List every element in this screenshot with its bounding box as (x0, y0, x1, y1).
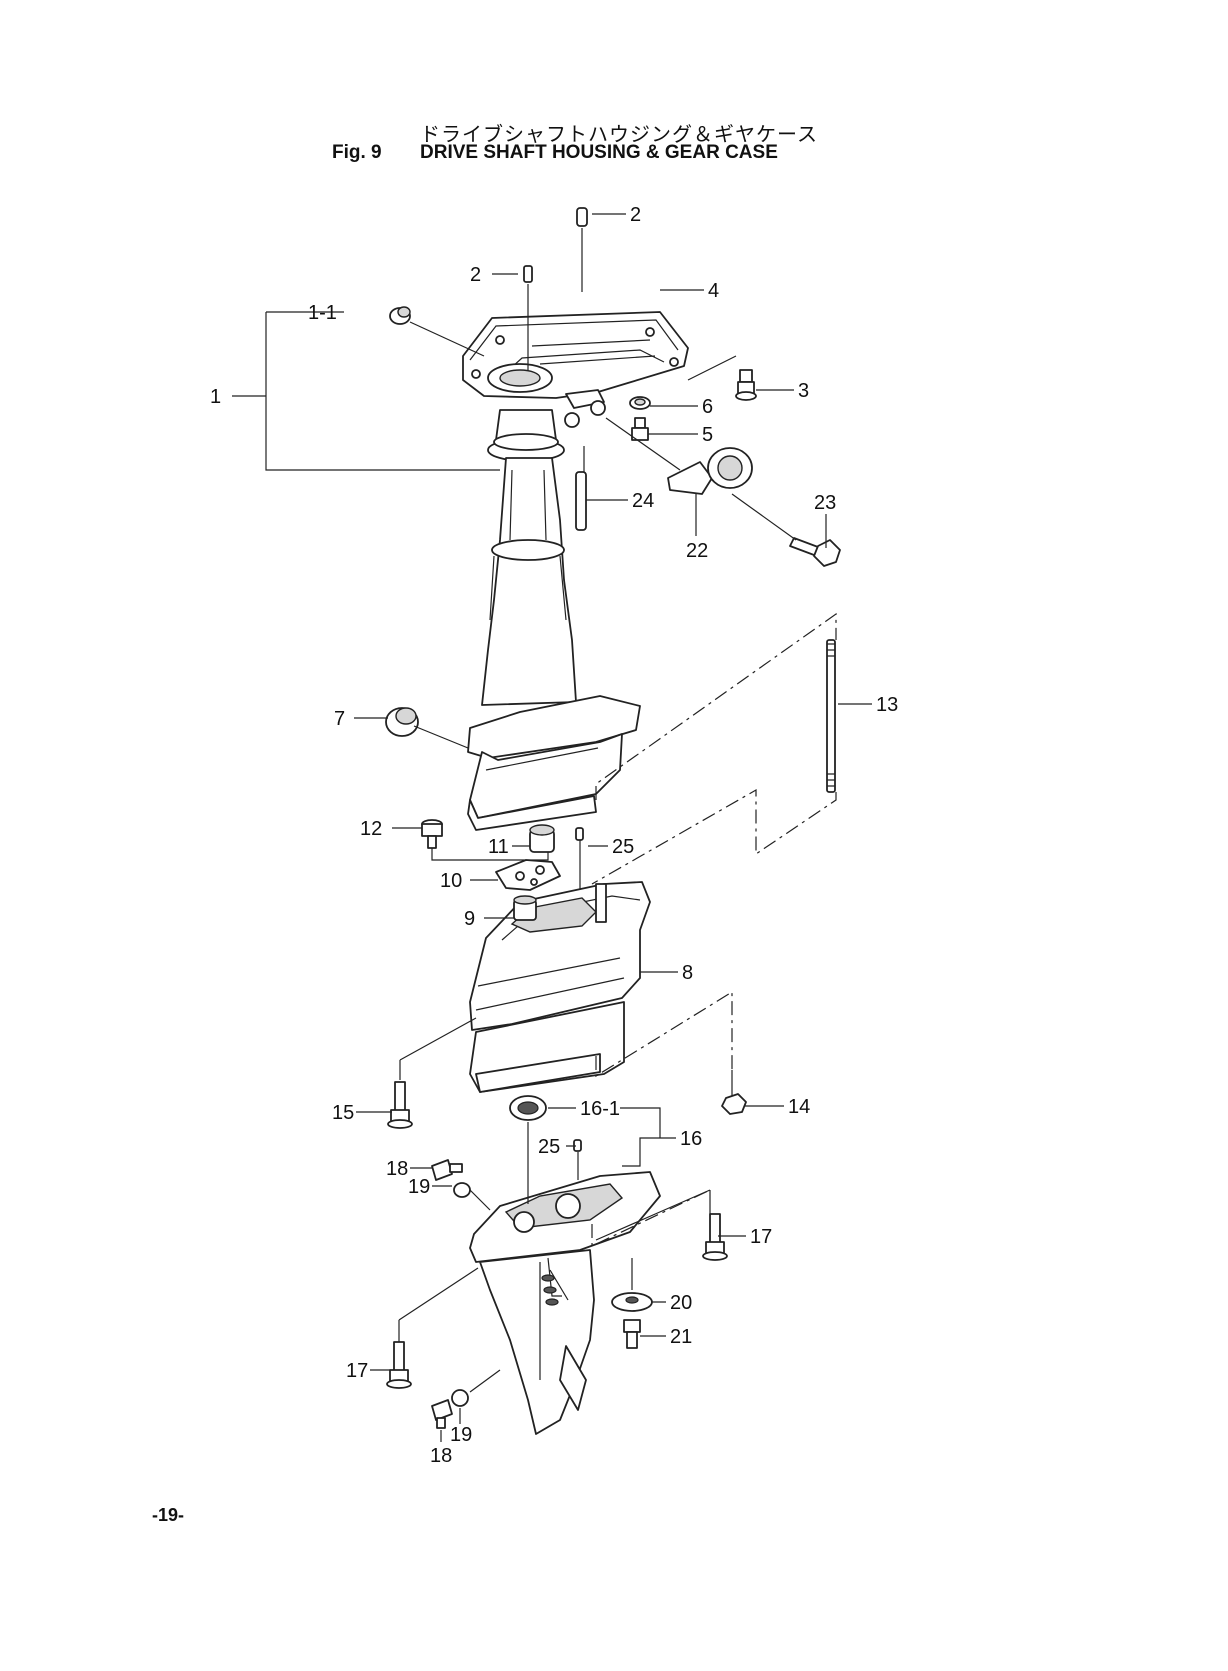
part-5-screw (631, 417, 649, 441)
part-17-bolt-left (386, 1341, 412, 1389)
extension-case (469, 881, 651, 1093)
leader-lines (232, 213, 872, 1442)
callout-16-1: 16-1 (580, 1098, 620, 1120)
figure-number: Fig. 9 (332, 142, 382, 163)
callout-2-upper: 2 (470, 264, 481, 286)
part-24-pin (575, 471, 587, 531)
callout-18-lower: 18 (430, 1445, 452, 1467)
part-2-dowel-upper (523, 265, 533, 283)
callout-18-upper: 18 (386, 1158, 408, 1180)
page-number: -19- (152, 1505, 185, 1525)
part-7-grommet (385, 707, 419, 737)
callout-21: 21 (670, 1326, 692, 1348)
part-2-dowel-top (576, 207, 588, 227)
callout-10: 10 (440, 870, 462, 892)
callout-16: 16 (680, 1128, 702, 1150)
lower-gear-case (469, 1171, 661, 1435)
callout-9: 9 (464, 908, 475, 930)
part-20-washer (611, 1292, 653, 1312)
callout-25-lower: 25 (538, 1136, 560, 1158)
part-23-bolt (789, 537, 841, 567)
callout-17-right: 17 (750, 1226, 772, 1248)
part-3-bolt (735, 369, 757, 401)
callout-4: 4 (708, 280, 719, 302)
part-19-gasket-lower (451, 1389, 469, 1407)
figure-title-japanese: ドライブシャフトハウジング＆ギヤケース (420, 122, 818, 146)
callout-1: 1 (210, 386, 221, 408)
callout-7: 7 (334, 708, 345, 730)
part-16-1-oil-seal (509, 1095, 547, 1121)
callout-3: 3 (798, 380, 809, 402)
part-9-collar (513, 895, 537, 921)
callout-22: 22 (686, 540, 708, 562)
part-18-plug-lower (431, 1399, 453, 1429)
drive-shaft-housing (462, 311, 689, 831)
part-19-gasket-upper (453, 1182, 471, 1198)
callout-14: 14 (788, 1096, 810, 1118)
callout-19-lower: 19 (450, 1424, 472, 1446)
callout-1-1: 1-1 (308, 302, 337, 324)
callout-5: 5 (702, 424, 713, 446)
callout-8: 8 (682, 962, 693, 984)
figure-title-english: DRIVE SHAFT HOUSING & GEAR CASE (420, 142, 778, 163)
callout-19-upper: 19 (408, 1176, 430, 1198)
callout-15: 15 (332, 1102, 354, 1124)
part-17-bolt-right (702, 1213, 728, 1261)
part-14-nut (721, 1093, 747, 1115)
alignment-lines (591, 612, 837, 1247)
callout-23: 23 (814, 492, 836, 514)
part-21-bolt (623, 1319, 641, 1349)
callout-24: 24 (632, 490, 654, 512)
part-25-dowel-upper (575, 827, 584, 841)
part-15-bolt (387, 1081, 413, 1129)
callout-6: 6 (702, 396, 713, 418)
callout-12: 12 (360, 818, 382, 840)
part-12-screw (421, 819, 443, 849)
callout-11: 11 (488, 836, 509, 858)
callout-17-left: 17 (346, 1360, 368, 1382)
part-10-plate (495, 859, 561, 891)
part-11-bushing (529, 824, 555, 853)
callout-20: 20 (670, 1292, 692, 1314)
callout-25-upper: 25 (612, 836, 634, 858)
part-1-1-grommet (389, 306, 411, 325)
part-18-plug-upper (431, 1159, 463, 1181)
part-22-clamp (667, 447, 753, 495)
callout-2-top: 2 (630, 204, 641, 226)
callout-13: 13 (876, 694, 898, 716)
callout-labels: 1 1-1 2 2 3 4 5 6 7 8 9 10 11 12 13 14 1… (210, 204, 898, 1467)
part-13-stud (826, 639, 836, 793)
